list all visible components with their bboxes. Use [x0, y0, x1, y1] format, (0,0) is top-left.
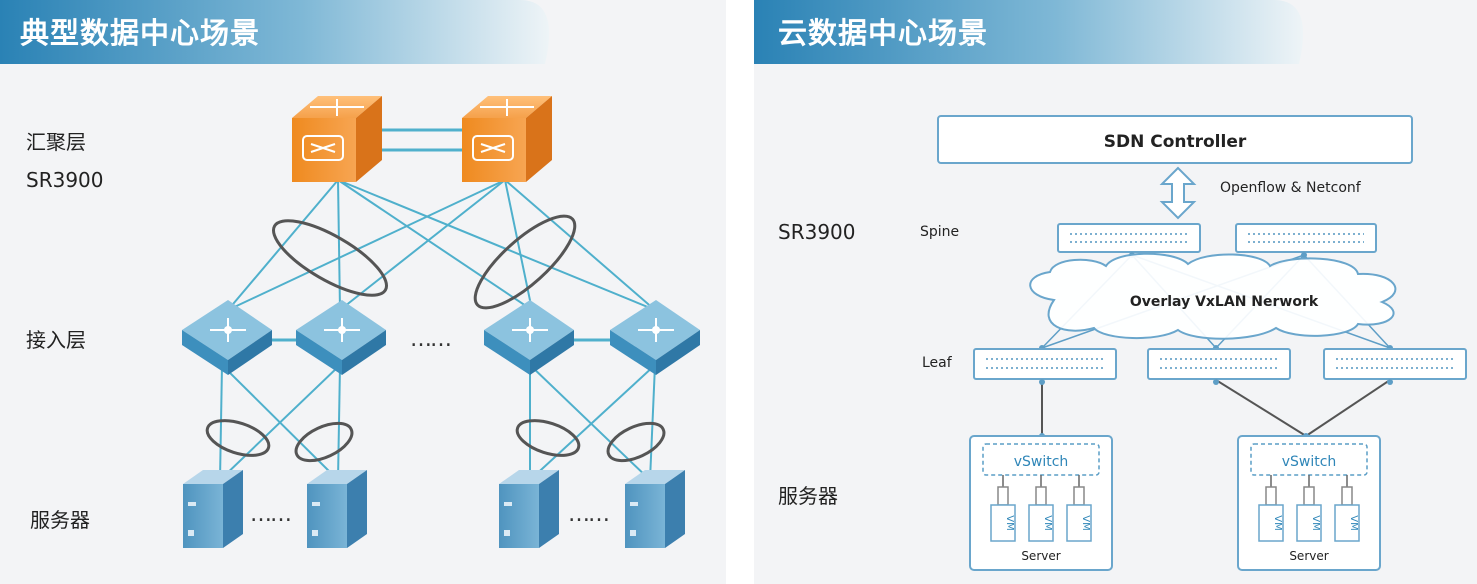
spine-switch — [1235, 223, 1377, 253]
access-switch-icon — [610, 300, 700, 375]
protocol-label: Openflow & Netconf — [1220, 180, 1361, 196]
left-title: 典型数据中心场景 — [20, 16, 261, 50]
leaf-switch — [1147, 348, 1291, 380]
vm-label: VM — [1080, 515, 1091, 530]
right-header-bar — [754, 0, 1304, 64]
server-label: Server — [1289, 549, 1328, 563]
access-ellipsis: …… — [410, 327, 450, 352]
device-model-label: SR3900 — [778, 220, 856, 244]
router-switch-icon — [292, 96, 382, 182]
access-switch-icon — [296, 300, 386, 375]
leaf-label: Leaf — [922, 355, 952, 371]
server-label: Server — [1021, 549, 1060, 563]
access-server-links — [219, 364, 656, 481]
access-switch-icon — [484, 300, 574, 375]
access-switch-icon — [182, 300, 272, 375]
leaf-switch — [973, 348, 1117, 380]
spine-label: Spine — [920, 224, 960, 240]
vm-label: VM — [1004, 515, 1015, 530]
right-title: 云数据中心场景 — [778, 16, 989, 50]
server-icon — [499, 470, 559, 548]
server-ellipsis: …… — [568, 502, 608, 527]
left-header-bar — [0, 0, 550, 64]
server-layer-label: 服务器 — [778, 484, 838, 508]
server-layer-label: 服务器 — [30, 508, 90, 532]
typical-datacenter-panel: 典型数据中心场景 汇聚层 SR3900 接入层 服务器 — [0, 0, 726, 584]
cloud-icon — [1029, 252, 1397, 340]
server-icon — [307, 470, 367, 548]
server-ellipsis: …… — [250, 502, 290, 527]
agg-interlink — [378, 128, 464, 152]
sdn-controller-label: SDN Controller — [1104, 132, 1247, 152]
link-aggregation-ellipses — [205, 214, 666, 463]
vm-label: VM — [1348, 515, 1359, 530]
aggregation-layer-label: 汇聚层 — [26, 130, 86, 154]
cloud-topology-diagram: SDN Controller Over — [937, 115, 1467, 571]
router-switch-icon — [462, 96, 552, 182]
vm-label: VM — [1042, 515, 1053, 530]
cloud-datacenter-panel: 云数据中心场景 SR3900 服务器 Spine Leaf Openflow &… — [754, 0, 1477, 584]
vm-label: VM — [1272, 515, 1283, 530]
agg-access-links — [227, 179, 656, 311]
server-box: vSwitch VM VM VM Server — [1237, 435, 1381, 571]
access-layer-label: 接入层 — [26, 328, 86, 352]
vswitch-label: vSwitch — [1014, 454, 1069, 470]
server-icon — [183, 470, 243, 548]
left-topology-diagram: …… …… …… — [182, 96, 700, 548]
server-box: vSwitch VM VM VM Server — [969, 435, 1113, 571]
spine-switch — [1057, 223, 1201, 253]
leaf-server-links — [1041, 379, 1391, 437]
sdn-controller-box — [937, 115, 1413, 164]
vm-label: VM — [1310, 515, 1321, 530]
device-model-label: SR3900 — [26, 168, 104, 192]
double-arrow-icon — [1159, 166, 1197, 220]
leaf-switch — [1323, 348, 1467, 380]
overlay-network-label: Overlay VxLAN Nerwork — [1130, 294, 1319, 310]
server-icon — [625, 470, 685, 548]
vswitch-label: vSwitch — [1282, 454, 1337, 470]
